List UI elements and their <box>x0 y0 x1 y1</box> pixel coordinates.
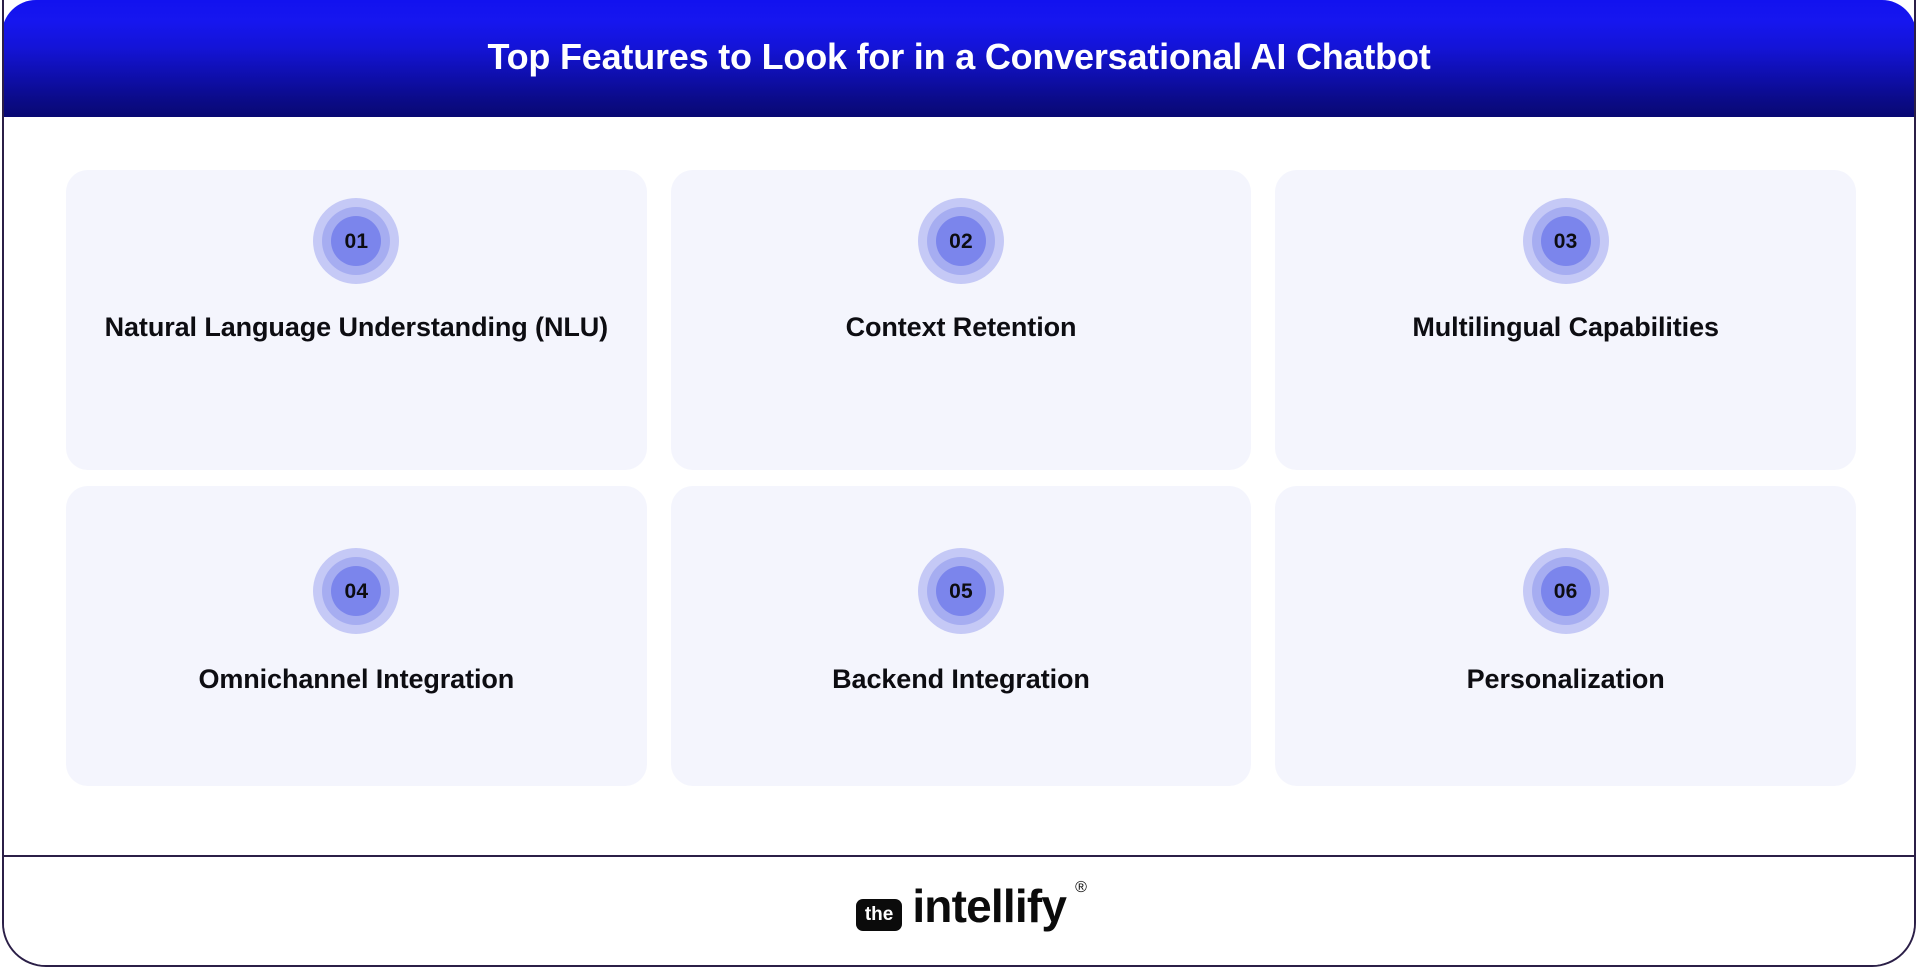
badge-number-label: 04 <box>344 579 369 603</box>
badge-inner-circle-icon <box>331 216 382 266</box>
badge-inner-circle-icon <box>935 566 986 616</box>
feature-title: Omnichannel Integration <box>198 664 515 694</box>
footer: the intellify ® <box>4 857 1914 965</box>
feature-card-04[interactable]: 04 Omnichannel Integration <box>66 486 647 786</box>
number-badge-06: 06 <box>1522 548 1609 634</box>
brand-logo[interactable]: the intellify ® <box>855 880 1087 932</box>
feature-title: Natural Language Understanding (NLU) <box>104 312 609 342</box>
feature-title: Multilingual Capabilities <box>1412 312 1719 342</box>
feature-title: Context Retention <box>845 312 1077 342</box>
number-badge-03: 03 <box>1522 198 1609 284</box>
logo-word-text: intellify <box>912 880 1067 932</box>
features-section: 01 Natural Language Understanding (NLU) … <box>4 117 1914 855</box>
badge-number-label: 05 <box>949 579 973 603</box>
feature-title: Personalization <box>1466 664 1665 694</box>
feature-card-02[interactable]: 02 Context Retention <box>670 170 1252 470</box>
number-badge-02: 02 <box>917 198 1004 284</box>
logo-the-pill: the <box>855 899 903 931</box>
feature-card-06[interactable]: 06 Personalization <box>1275 486 1856 786</box>
badge-number-label: 03 <box>1553 229 1578 253</box>
badge-number-label: 06 <box>1553 579 1578 603</box>
logo-wordmark: intellify ® <box>912 880 1087 932</box>
feature-card-01[interactable]: 01 Natural Language Understanding (NLU) <box>66 170 647 470</box>
badge-inner-circle-icon <box>331 566 382 616</box>
header-banner: Top Features to Look for in a Conversati… <box>4 0 1914 117</box>
feature-title: Backend Integration <box>832 664 1090 694</box>
badge-number-label: 02 <box>949 229 973 253</box>
badge-inner-circle-icon <box>1540 216 1591 266</box>
number-badge-04: 04 <box>313 548 400 634</box>
footer-divider <box>4 855 1914 857</box>
number-badge-01: 01 <box>313 198 400 284</box>
feature-card-05[interactable]: 05 Backend Integration <box>670 486 1252 786</box>
feature-card-03[interactable]: 03 Multilingual Capabilities <box>1275 170 1856 470</box>
badge-inner-circle-icon <box>935 216 986 266</box>
page-title: Top Features to Look for in a Conversati… <box>487 35 1431 77</box>
badge-number-label: 01 <box>344 229 369 253</box>
badge-inner-circle-icon <box>1540 566 1591 616</box>
features-grid: 01 Natural Language Understanding (NLU) … <box>66 170 1856 786</box>
number-badge-05: 05 <box>917 548 1004 634</box>
registered-trademark-icon: ® <box>1075 879 1087 896</box>
